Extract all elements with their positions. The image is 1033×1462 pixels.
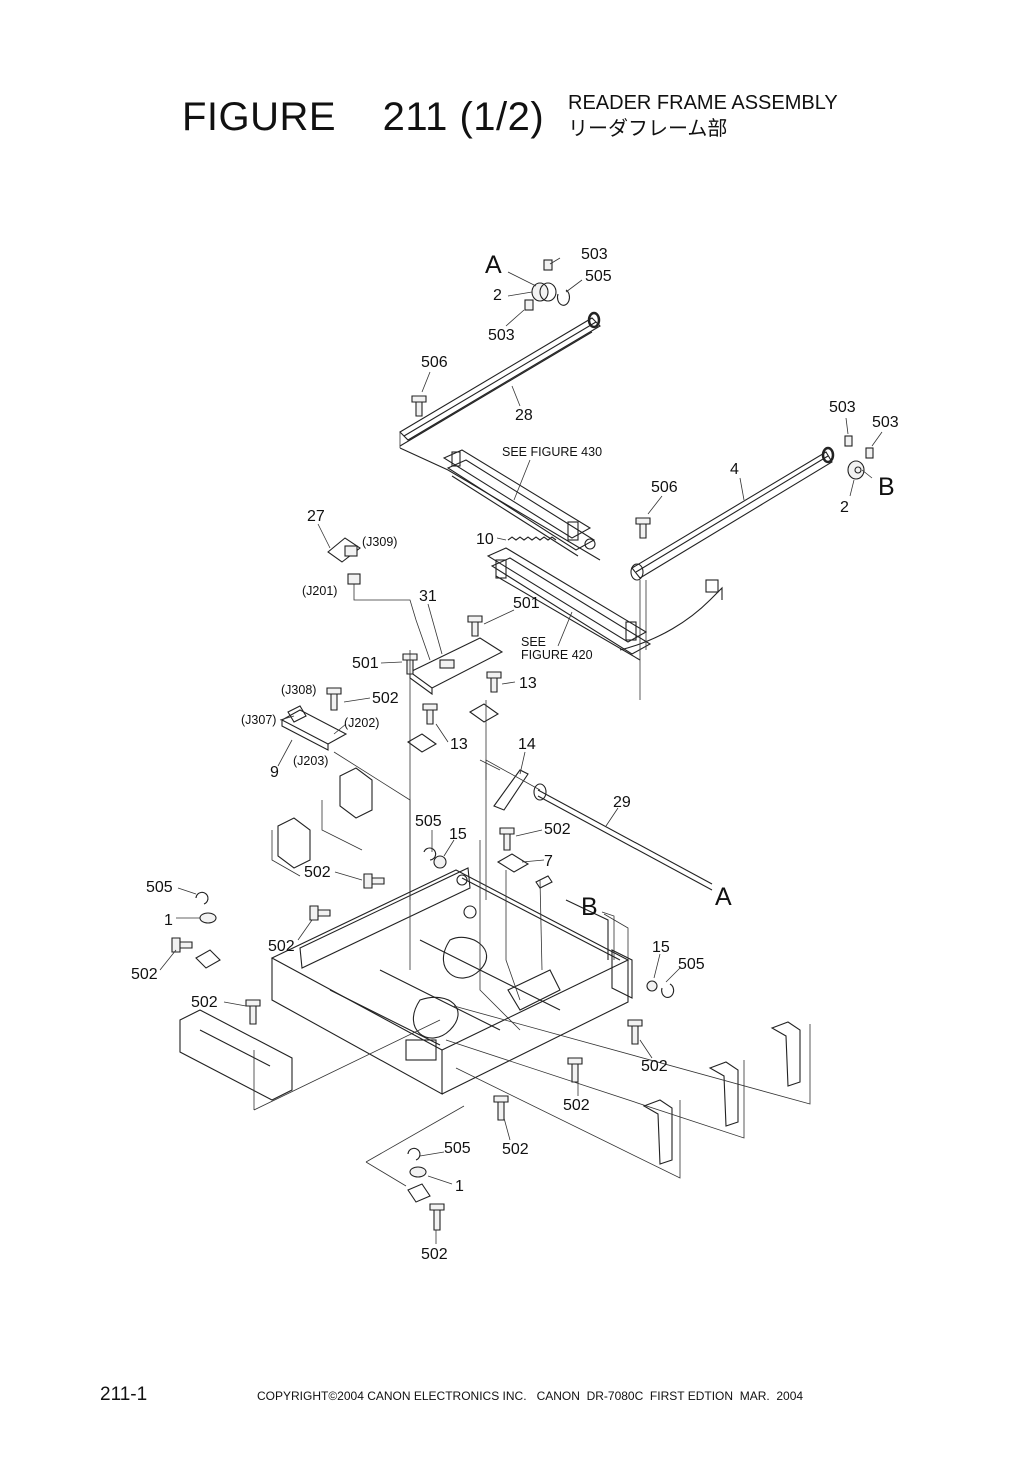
- label-2: 2: [840, 499, 849, 516]
- label-27: 27: [307, 508, 325, 525]
- label-10: 10: [476, 531, 494, 548]
- label-502: 502: [563, 1097, 590, 1114]
- figure-title: FIGURE 211 (1/2): [182, 95, 545, 139]
- label-505: 505: [585, 268, 612, 285]
- label-505: 505: [444, 1140, 471, 1157]
- label-505: 505: [415, 813, 442, 830]
- side-brackets-left: [179, 767, 373, 1101]
- ref-a-shaft: A: [715, 883, 732, 911]
- label-502: 502: [191, 994, 218, 1011]
- cable-27: [327, 537, 431, 661]
- label-j308: (J308): [281, 683, 316, 697]
- label-503: 503: [872, 414, 899, 431]
- roller-assembly-b: [844, 435, 874, 480]
- washer-15-a: [423, 847, 447, 869]
- label-1: 1: [455, 1178, 464, 1195]
- label-2: 2: [493, 287, 502, 304]
- label-505: 505: [678, 956, 705, 973]
- label-15: 15: [449, 826, 467, 843]
- ref-a-top: A: [485, 251, 502, 279]
- label-502: 502: [304, 864, 331, 881]
- ref-b-mid: B: [581, 893, 598, 921]
- shaft-29: [533, 783, 713, 891]
- label-506: 506: [651, 479, 678, 496]
- subtitle-japanese: リーダフレーム部: [568, 118, 728, 140]
- rail-28: [399, 311, 601, 447]
- label-29: 29: [613, 794, 631, 811]
- label-13: 13: [519, 675, 537, 692]
- rail-4: [630, 446, 835, 581]
- brackets-13: [406, 671, 502, 753]
- leader-lines: [159, 257, 883, 1244]
- label-j203: (J203): [293, 754, 328, 768]
- carriage-420: [486, 547, 723, 661]
- label-28: 28: [515, 407, 533, 424]
- label-1: 1: [164, 912, 173, 929]
- label-502: 502: [268, 938, 295, 955]
- label-502: 502: [502, 1141, 529, 1158]
- label-506: 506: [421, 354, 448, 371]
- bracket-9: [280, 687, 348, 751]
- screws-502-frame: [171, 873, 643, 1121]
- label-j201: (J201): [302, 584, 337, 598]
- foot-1-bottom: [407, 1147, 445, 1231]
- label-501: 501: [352, 655, 379, 672]
- pcb-31: [408, 637, 504, 696]
- label-502: 502: [421, 1246, 448, 1263]
- lever-14: [493, 769, 529, 811]
- copyright-notice: COPYRIGHT©2004 CANON ELECTRONICS INC. CA…: [257, 1389, 804, 1403]
- screws-506: [411, 395, 651, 539]
- spring-10: [507, 536, 557, 541]
- page-number: 211-1: [100, 1384, 148, 1405]
- label-503: 503: [581, 246, 608, 263]
- label-4: 4: [730, 461, 739, 478]
- label-see-figure-430: SEE FIGURE 430: [502, 445, 602, 459]
- label-see-figure-420-line1: SEE: [521, 635, 546, 649]
- label-503: 503: [488, 327, 515, 344]
- label-31: 31: [419, 588, 437, 605]
- label-502: 502: [372, 690, 399, 707]
- carriage-430: [399, 447, 601, 561]
- roller-assembly-a: [524, 259, 571, 311]
- ref-b-right: B: [878, 473, 895, 501]
- bracket-7: [496, 827, 553, 889]
- washer-15-b: [646, 980, 675, 998]
- foot-1-left: [195, 891, 221, 969]
- subtitle-english: READER FRAME ASSEMBLY: [568, 92, 838, 114]
- label-9: 9: [270, 764, 279, 781]
- label-503: 503: [829, 399, 856, 416]
- side-brackets-right: [642, 1021, 801, 1165]
- label-502: 502: [131, 966, 158, 983]
- label-see-figure-420-line2: FIGURE 420: [521, 648, 593, 662]
- label-502: 502: [641, 1058, 668, 1075]
- label-14: 14: [518, 736, 536, 753]
- label-501: 501: [513, 595, 540, 612]
- label-502: 502: [544, 821, 571, 838]
- label-505: 505: [146, 879, 173, 896]
- figure-subtitle: READER FRAME ASSEMBLY リーダフレーム部: [568, 90, 838, 142]
- label-j307: (J307): [241, 713, 276, 727]
- label-j202: (J202): [344, 716, 379, 730]
- label-7: 7: [544, 853, 553, 870]
- label-15: 15: [652, 939, 670, 956]
- label-j309: (J309): [362, 535, 397, 549]
- part-labels: A 503 505 2 503 506 28 SEE FIGURE 430 50…: [131, 246, 899, 1263]
- label-13: 13: [450, 736, 468, 753]
